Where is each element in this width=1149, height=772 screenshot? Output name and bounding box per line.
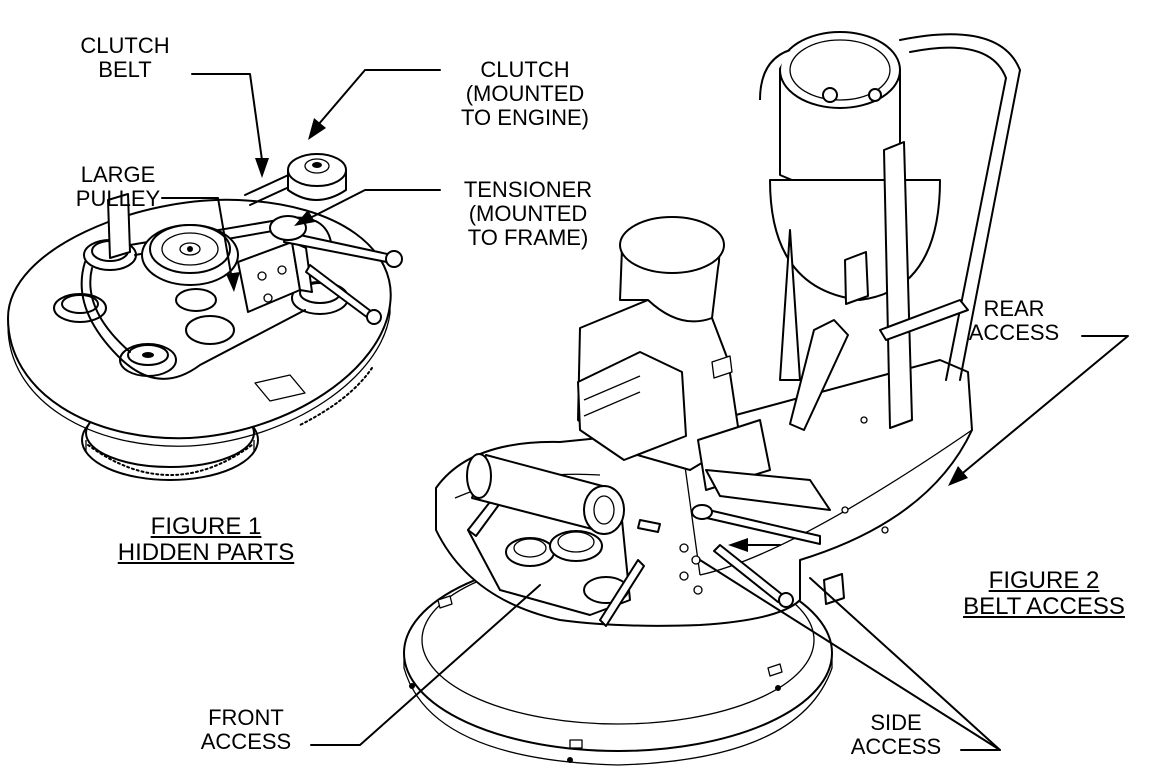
wrench: [269, 215, 403, 325]
label-clutch-line1: CLUTCH: [480, 57, 570, 82]
figure1-drawing: [7, 153, 403, 481]
figure2-title: FIGURE 2 BELT ACCESS: [944, 568, 1144, 620]
tank-column: [759, 31, 1021, 429]
figure1-title-line2: HIDDEN PARTS: [117, 539, 295, 566]
figure2-title-line2: BELT ACCESS: [963, 593, 1125, 620]
label-rear-access-line2: ACCESS: [968, 320, 1060, 345]
label-side-access-line2: ACCESS: [850, 734, 942, 759]
label-clutch: CLUTCH (MOUNTED TO ENGINE): [440, 58, 610, 130]
label-clutch-belt-line1: CLUTCH: [80, 33, 170, 58]
engine: [577, 216, 849, 511]
label-front-access: FRONT ACCESS: [176, 706, 316, 754]
label-tensioner-line2: (MOUNTED: [468, 201, 588, 226]
large-pulley: [141, 224, 239, 286]
figure1-title: FIGURE 1 HIDDEN PARTS: [96, 514, 316, 566]
label-rear-access: REAR ACCESS: [944, 297, 1084, 345]
label-rear-access-line1: REAR: [983, 296, 1045, 321]
label-tensioner-line1: TENSIONER: [463, 177, 593, 202]
figure2-drawing: [403, 31, 1021, 766]
label-side-access-line1: SIDE: [870, 710, 922, 735]
label-front-access-line2: ACCESS: [200, 729, 292, 754]
clutch: [287, 153, 347, 201]
label-tensioner-line3: TO FRAME): [467, 225, 589, 250]
wrench-side: [691, 504, 821, 608]
label-clutch-line2: (MOUNTED: [465, 81, 585, 106]
label-clutch-belt: CLUTCH BELT: [70, 34, 180, 82]
label-front-access-line1: FRONT: [208, 705, 284, 730]
label-large-pulley-line2: PULLEY: [75, 186, 161, 211]
label-side-access: SIDE ACCESS: [828, 711, 964, 759]
muffler: [466, 453, 661, 535]
figure1-title-line1: FIGURE 1: [150, 513, 262, 540]
label-large-pulley-line1: LARGE: [80, 162, 156, 187]
figure2-title-line1: FIGURE 2: [988, 567, 1100, 594]
label-clutch-belt-line2: BELT: [98, 57, 152, 82]
leader-lines: [161, 69, 1129, 751]
label-large-pulley: LARGE PULLEY: [68, 163, 168, 211]
label-tensioner: TENSIONER (MOUNTED TO FRAME): [438, 178, 618, 250]
tensioner-bracket: [107, 193, 313, 313]
label-clutch-line3: TO ENGINE): [461, 105, 589, 130]
